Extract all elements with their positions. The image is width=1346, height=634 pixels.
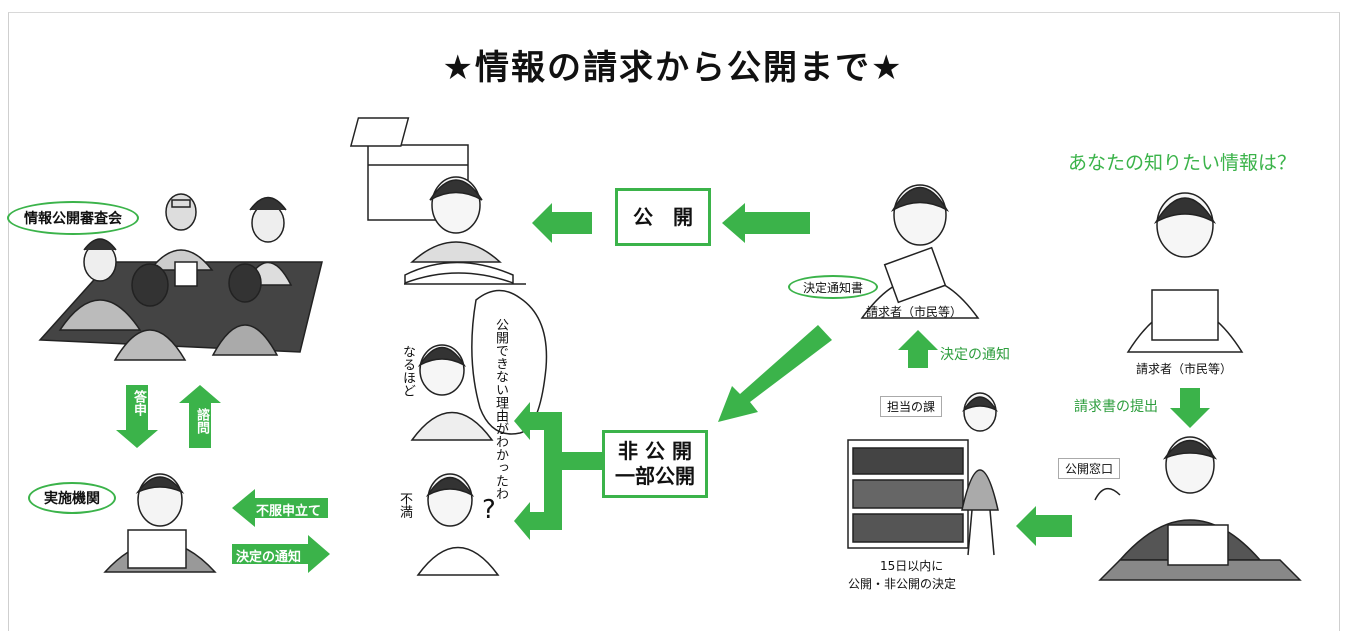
arrow-notice-right (232, 535, 330, 573)
requester-right-label: 請求者（市民等） (1136, 362, 1233, 376)
understanding-woman-illustration (410, 289, 548, 441)
requester-notice-illustration (860, 184, 980, 319)
agency-oval: 実施機関 (28, 482, 116, 514)
agency-illustration (103, 473, 217, 573)
arrow-diagonal-to-nondisclosure (718, 325, 832, 422)
arrow-decision-up (898, 330, 938, 368)
dissatisfied-woman-illustration (416, 473, 500, 576)
decision-notice-doc-oval: 決定通知書 (788, 275, 878, 299)
section-office-illustration (847, 392, 999, 556)
disclosure-box: 公 開 (615, 188, 711, 246)
decision-line2: 公開・非公開の決定 (848, 577, 957, 591)
consultation-label: 諮問 (194, 408, 209, 434)
report-label: 答申 (131, 390, 146, 416)
requester-top-label: 請求者（市民等） (866, 305, 963, 319)
diagram-title: ★情報の請求から公開まで★ (442, 48, 904, 88)
review-board-oval: 情報公開審査会 (7, 201, 139, 235)
arrow-submit-down (1170, 388, 1210, 428)
arrow-report-down (116, 385, 158, 448)
requester-illustration (1126, 192, 1244, 353)
thought-bubble-text: 公開できない理由がわかったわ (493, 318, 508, 500)
responsible-section-label: 担当の課 (880, 396, 943, 417)
nondisclosure-line2: 一部公開 (615, 464, 695, 488)
decision-line1: 15日以内に (880, 559, 944, 573)
arrow-to-disclosure-box (722, 203, 810, 243)
arrow-to-reader (532, 203, 592, 243)
fuman-text: 不満 (397, 492, 412, 518)
nondisclosure-box: 非 公 開 一部公開 (602, 430, 708, 498)
arrow-consultation-up (179, 385, 221, 448)
arrow-objection-left (232, 489, 328, 527)
flow-arrows (116, 203, 1210, 573)
objection-label: 不服申立て (256, 504, 322, 519)
decision-notice-side-label: 決定の通知 (940, 347, 1010, 363)
page-frame (8, 12, 1340, 631)
nondisclosure-line1: 非 公 開 (618, 439, 692, 463)
disclosure-window-label: 公開窓口 (1058, 458, 1121, 479)
disclosure-reader-illustration (349, 117, 526, 285)
question-text: あなたの知りたい情報は？ (1068, 152, 1297, 174)
bracket-connector (562, 452, 602, 470)
window-clerk-illustration (1094, 436, 1302, 581)
submit-request-label: 請求書の提出 (1074, 399, 1158, 415)
question-mark: ? (482, 495, 496, 525)
notice-arrow-label: 決定の通知 (236, 550, 302, 565)
naruhodo-text: なるほど (400, 345, 415, 397)
arrow-to-section (1016, 506, 1072, 546)
review-board-illustration (38, 193, 323, 361)
